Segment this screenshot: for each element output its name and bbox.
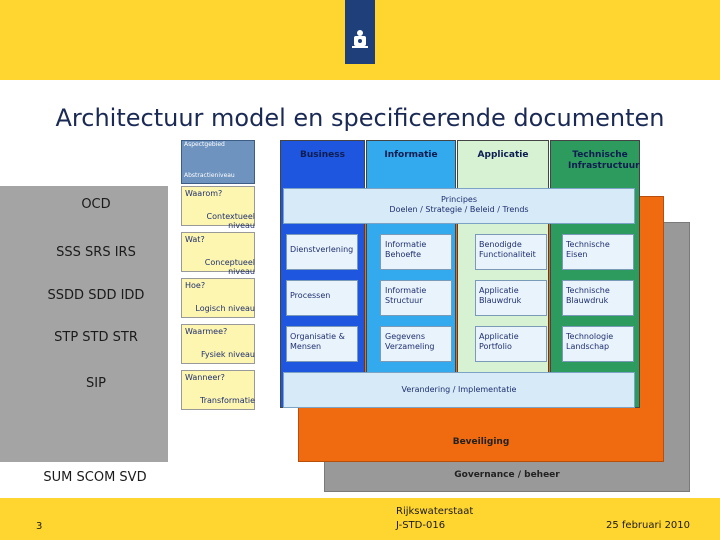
column-informatie: [366, 140, 456, 408]
cell-gegevens-verzameling: [380, 326, 452, 362]
cell-technologie-landschap: [562, 326, 634, 362]
cell-benodigde-functionaliteit: [475, 234, 547, 270]
row-level-wanneer: Transformatie: [200, 396, 255, 405]
cell-text-informatie-structuur: Informatie Structuur: [385, 286, 427, 305]
change-label: Verandering / Implementatie: [401, 385, 517, 394]
thumbnail-bottom-text: Abstractieniveau: [184, 172, 235, 179]
coat-of-arms-icon: [352, 30, 368, 48]
thumbnail-top-text: Aspectgebied: [184, 141, 225, 148]
row-level-waarom: Contextueel niveau: [206, 212, 255, 230]
column-head-technisch: Technische Infrastructuur: [568, 150, 640, 171]
side-label-sss: SSS SRS IRS: [56, 245, 136, 260]
cell-text-processen: Processen: [290, 291, 331, 300]
side-label-stp: STP STD STR: [54, 330, 138, 345]
row-question-hoe: Hoe?: [185, 281, 206, 290]
cell-applicatie-portfolio: [475, 326, 547, 362]
footer-doc: J-STD-016: [396, 520, 446, 531]
row-head-wat: [181, 232, 255, 272]
cell-text-dienstverlening: Dienstverlening: [290, 245, 354, 254]
security-label: Beveiliging: [452, 437, 510, 447]
principles-band: [283, 188, 635, 224]
thumbnail-image: [181, 140, 255, 184]
cell-text-applicatie-portfolio: Applicatie Portfolio: [479, 332, 519, 351]
row-question-wanneer: Wanneer?: [185, 373, 225, 382]
row-level-waarmee: Fysiek niveau: [200, 350, 255, 359]
cell-text-organisatie-mensen: Organisatie & Mensen: [290, 332, 345, 351]
cell-text-technische-eisen: Technische Eisen: [566, 240, 610, 259]
cell-technische-blauwdruk: [562, 280, 634, 316]
footer-org: Rijkswaterstaat: [396, 506, 474, 517]
column-applicatie: [457, 140, 549, 408]
row-question-waarom: Waarom?: [185, 189, 223, 198]
row-level-wat: Conceptueel niveau: [204, 258, 255, 276]
principles-title: Principes: [440, 195, 478, 204]
cell-processen: [286, 280, 358, 316]
side-label-sip: SIP: [86, 376, 106, 391]
cell-text-technische-blauwdruk: Technische Blauwdruk: [566, 286, 610, 305]
column-business: [280, 140, 365, 408]
cell-organisatie-mensen: [286, 326, 358, 362]
row-head-waarmee: [181, 324, 255, 364]
column-technisch: [550, 140, 640, 408]
row-head-waarom: [181, 186, 255, 226]
row-question-wat: Wat?: [185, 235, 205, 244]
column-head-applicatie: Applicatie: [477, 150, 529, 160]
cell-text-informatie-behoefte: Informatie Behoefte: [385, 240, 427, 259]
side-panel: [0, 186, 168, 462]
row-head-wanneer: [181, 370, 255, 410]
page-number: 3: [36, 521, 43, 532]
governance-label: Governance / beheer: [454, 470, 560, 480]
cell-applicatie-blauwdruk: [475, 280, 547, 316]
side-label-ssdd: SSDD SDD IDD: [47, 288, 145, 303]
column-head-informatie: Informatie: [384, 150, 438, 160]
cell-informatie-structuur: [380, 280, 452, 316]
slide-title: Architectuur model en specificerende doc…: [55, 104, 665, 132]
cell-dienstverlening: [286, 234, 358, 270]
row-head-hoe: [181, 278, 255, 318]
cell-text-applicatie-blauwdruk: Applicatie Blauwdruk: [479, 286, 522, 305]
cell-text-benodigde-functionaliteit: Benodigde Functionaliteit: [479, 240, 536, 259]
cell-informatie-behoefte: [380, 234, 452, 270]
change-band: [283, 372, 635, 408]
side-label-sum: SUM SCOM SVD: [43, 470, 147, 485]
side-label-ocd: OCD: [81, 197, 111, 212]
footer-bar: [0, 498, 720, 540]
column-head-business: Business: [300, 150, 345, 160]
cell-text-technologie-landschap: Technologie Landschap: [566, 332, 614, 351]
principles-subtitle: Doelen / Strategie / Beleid / Trends: [389, 205, 529, 214]
cell-text-gegevens-verzameling: Gegevens Verzameling: [385, 332, 435, 351]
row-question-waarmee: Waarmee?: [185, 327, 228, 336]
footer-date: 25 februari 2010: [606, 520, 691, 531]
row-level-hoe: Logisch niveau: [195, 304, 255, 313]
cell-technische-eisen: [562, 234, 634, 270]
